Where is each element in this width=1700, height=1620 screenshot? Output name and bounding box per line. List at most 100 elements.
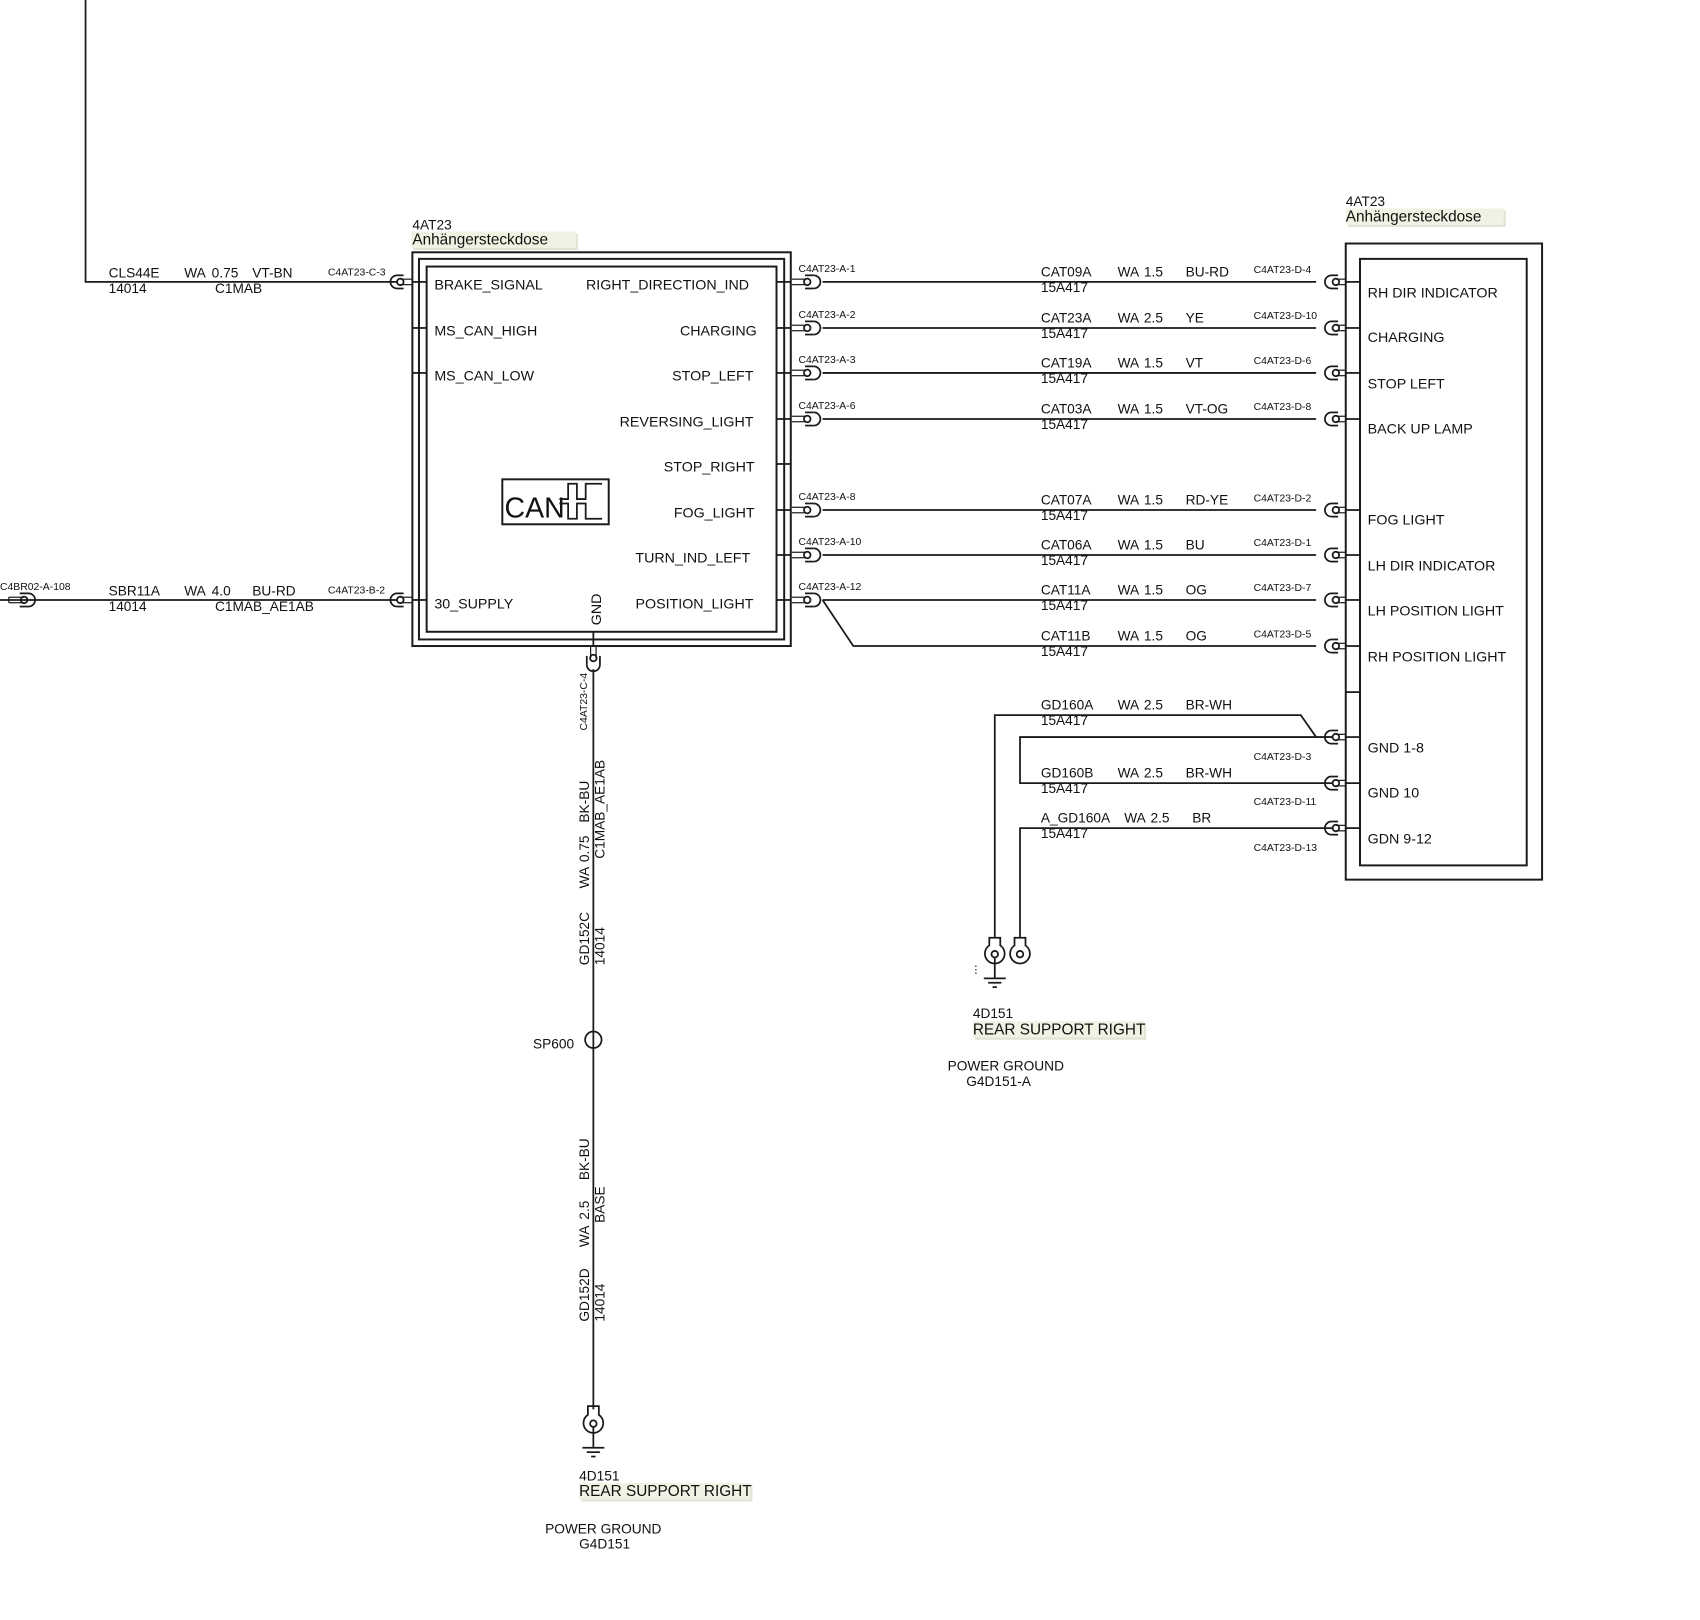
pin-fog-light: FOG LIGHT [1368, 512, 1445, 528]
connector-label: C4AT23-A-6 [798, 401, 855, 412]
wire-circuit: CLS44E [109, 266, 160, 281]
right-module-4at23[interactable]: 4AT23 Anhängersteckdose RH DIR INDICATOR… [1344, 194, 1544, 881]
wire-gauge: 2.5 [1144, 766, 1163, 781]
connector-label: C4AT23-A-3 [798, 355, 855, 366]
pin-right-direction-ind: RIGHT_DIRECTION_IND [586, 278, 749, 294]
connector-c4at23-d-8-icon [1324, 411, 1346, 427]
connector-label: C4AT23-C-4 [579, 673, 590, 731]
connector-c4at23-d-2-icon [1324, 502, 1346, 518]
module-id: 4AT23 [412, 217, 452, 232]
wire-color: BU-RD [252, 584, 295, 599]
connector-c4at23-a-12-icon [791, 592, 822, 608]
pin-position-light: POSITION_LIGHT [635, 597, 753, 613]
wire-color: VT [1186, 355, 1204, 370]
wire-type: WA [1118, 766, 1140, 781]
wire-gauge: 2.5 [1144, 698, 1163, 713]
wire-gauge: 1.5 [1144, 538, 1163, 553]
wire-type: WA [1118, 538, 1140, 553]
ground-point-g4d151[interactable]: 4D151 REAR SUPPORT RIGHT POWER GROUND G4… [545, 1469, 753, 1552]
ground-id: 4D151 [579, 1469, 619, 1484]
wire-gd160a[interactable]: GD160A 15A417 WA 2.5 BR-WH C4AT23-D-3 [1041, 698, 1312, 763]
wire-option: BASE [592, 1186, 607, 1223]
connector-label: C4AT23-A-12 [798, 582, 861, 593]
wire-gd152c[interactable]: C4AT23-C-4 GD152C 14014 WA 0.75 BK-BU C1… [577, 673, 607, 966]
connector-label: C4AT23-D-8 [1254, 402, 1312, 413]
connector-label: C4BR02-A-108 [0, 582, 71, 593]
wire-harness: 14014 [592, 1283, 607, 1321]
wire-harness: 14014 [109, 599, 147, 614]
ground-ref: G4D151-A [966, 1074, 1032, 1089]
wire-gauge: 1.5 [1144, 355, 1163, 370]
wire-gauge: 1.5 [1144, 629, 1163, 644]
wire-gd160b[interactable]: GD160B 15A417 WA 2.5 BR-WH C4AT23-D-11 [1041, 766, 1317, 808]
pin-stop-right: STOP_RIGHT [664, 460, 755, 476]
pin-gnd: GND [589, 594, 605, 626]
can-bus-icon: CAN [501, 478, 610, 526]
connector-c4at23-d-6-icon [1324, 365, 1346, 381]
wire-type: WA [1118, 310, 1140, 325]
wire-gd152d[interactable]: GD152D 14014 WA 2.5 BK-BU BASE [577, 1138, 607, 1321]
connector-label: C4AT23-D-10 [1254, 311, 1318, 322]
wire-circuit: CAT23A [1041, 310, 1093, 325]
ground-point-g4d151-a[interactable]: 4D151 REAR SUPPORT RIGHT POWER GROUND G4… [948, 1006, 1147, 1089]
wire-gauge: 1.5 [1144, 264, 1163, 279]
wire-circuit: SBR11A [109, 584, 161, 599]
wire-type: WA [1124, 811, 1146, 826]
left-module-4at23[interactable]: 4AT23 Anhängersteckdose BRAKE_SIGNAL MS_… [411, 217, 792, 648]
connector-c4at23-d-10-icon [1324, 320, 1346, 336]
wire-harness: 15A417 [1041, 781, 1088, 796]
wire-a-gd160a[interactable]: A_GD160A 15A417 WA 2.5 BR C4AT23-D-13 [1041, 811, 1317, 855]
wire-color: RD-YE [1186, 493, 1229, 508]
wire-cls44e[interactable]: CLS44E 14014 WA 0.75 VT-BN C1MAB C4AT23-… [84, 0, 398, 296]
connector-c4at23-a-2-icon [791, 320, 822, 336]
wire-circuit: CAT11B [1041, 629, 1091, 644]
wire-harness: 15A417 [1041, 713, 1088, 728]
connector-label: C4AT23-A-10 [798, 537, 861, 548]
connector-label: C4AT23-D-2 [1254, 493, 1312, 504]
connector-label: C4AT23-D-3 [1254, 752, 1312, 763]
wire-harness: 15A417 [1041, 371, 1088, 386]
wire-gauge: 1.5 [1144, 493, 1163, 508]
wire-color: VT-OG [1186, 402, 1229, 417]
connector-label: C4AT23-D-11 [1254, 797, 1317, 808]
connector-c4at23-b-2-icon [389, 592, 413, 608]
wire-sbr11a[interactable]: C4BR02-A-108 SBR11A 14014 WA 4.0 BU-RD C… [0, 582, 398, 614]
connector-label: C4AT23-A-8 [798, 492, 855, 503]
wire-type: WA [1118, 493, 1140, 508]
splice-sp600[interactable]: SP600 [533, 1030, 603, 1052]
wire-color: YE [1186, 310, 1204, 325]
wire-harness: 15A417 [1041, 826, 1088, 841]
wire-gauge: 2.5 [1151, 811, 1170, 826]
wire-gauge: 0.75 [577, 835, 592, 862]
wire-type: WA [1118, 698, 1140, 713]
wire-gauge: 1.5 [1144, 582, 1163, 597]
wire-circuit: CAT07A [1041, 493, 1093, 508]
wire-circuit: CAT11A [1041, 582, 1092, 597]
connector-c4at23-a-6-icon [791, 411, 822, 427]
wire-harness: 15A417 [1041, 644, 1088, 659]
ground-location: REAR SUPPORT RIGHT [579, 1483, 752, 1500]
pin-rh-position-light: RH POSITION LIGHT [1368, 649, 1507, 665]
connector-c4at23-a-10-icon [791, 547, 822, 563]
connector-c4at23-d-1-icon [1324, 547, 1346, 563]
connector-c4br02-icon [8, 592, 36, 608]
wire-color: BK-BU [577, 781, 592, 823]
wire-type: WA [184, 266, 206, 281]
wire-harness: 14014 [109, 281, 147, 296]
connector-c4at23-a-3-icon [791, 365, 822, 381]
connector-c4at23-a-8-icon [791, 502, 822, 518]
ground-ref: G4D151 [579, 1537, 630, 1552]
connector-c4at23-c-3-icon [389, 274, 413, 290]
ground-terminal-icon: ⋮ [971, 936, 1031, 989]
wire-circuit: GD152C [577, 912, 592, 965]
pin-brake-signal: BRAKE_SIGNAL [434, 278, 543, 294]
